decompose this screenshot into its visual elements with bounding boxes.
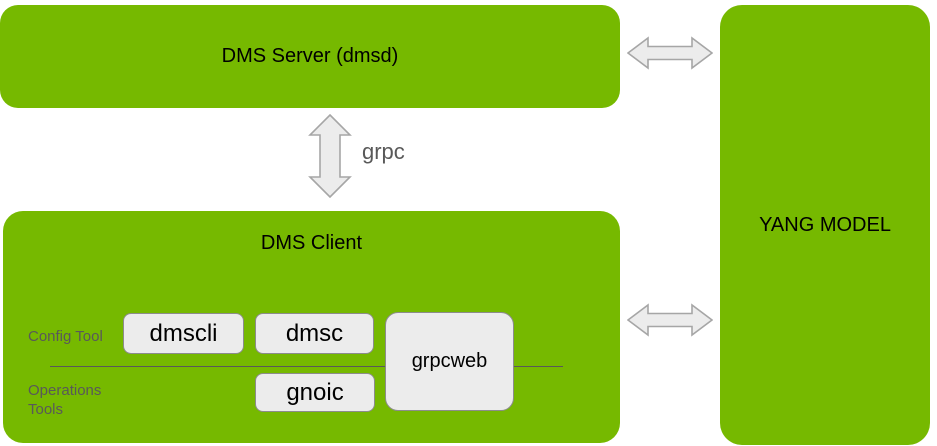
dmscli-label: dmscli: [149, 319, 218, 347]
operations-label-line1: Operations: [28, 382, 102, 399]
gnoic-tool-box: gnoic: [255, 373, 375, 412]
dmscli-tool-box: dmscli: [123, 313, 244, 354]
config-tool-row-label: Config Tool: [28, 328, 103, 345]
gnoic-label: gnoic: [286, 378, 344, 406]
dms-server-node: DMS Server (dmsd): [0, 5, 620, 108]
grpcweb-label: grpcweb: [411, 350, 488, 372]
grpcweb-tool-box: grpcweb: [385, 312, 514, 411]
grpc-edge-label: grpc: [362, 139, 405, 164]
dms-client-node: DMS Client Config Tool Operations Tools …: [3, 211, 620, 443]
yang-model-label: YANG MODEL: [759, 213, 891, 236]
operations-label-line2: Tools: [28, 401, 64, 418]
client-yang-double-arrow-icon: [627, 303, 713, 337]
dms-server-label: DMS Server (dmsd): [221, 45, 399, 67]
dms-client-label: DMS Client: [260, 232, 363, 254]
server-client-double-arrow-icon: [308, 114, 352, 198]
dmsc-tool-box: dmsc: [255, 313, 374, 354]
yang-model-node: YANG MODEL: [720, 5, 930, 445]
rows-divider-line: [50, 366, 563, 367]
server-yang-double-arrow-icon: [627, 36, 713, 70]
dmsc-label: dmsc: [285, 319, 344, 347]
operations-tools-row-label: Operations Tools: [28, 381, 101, 419]
